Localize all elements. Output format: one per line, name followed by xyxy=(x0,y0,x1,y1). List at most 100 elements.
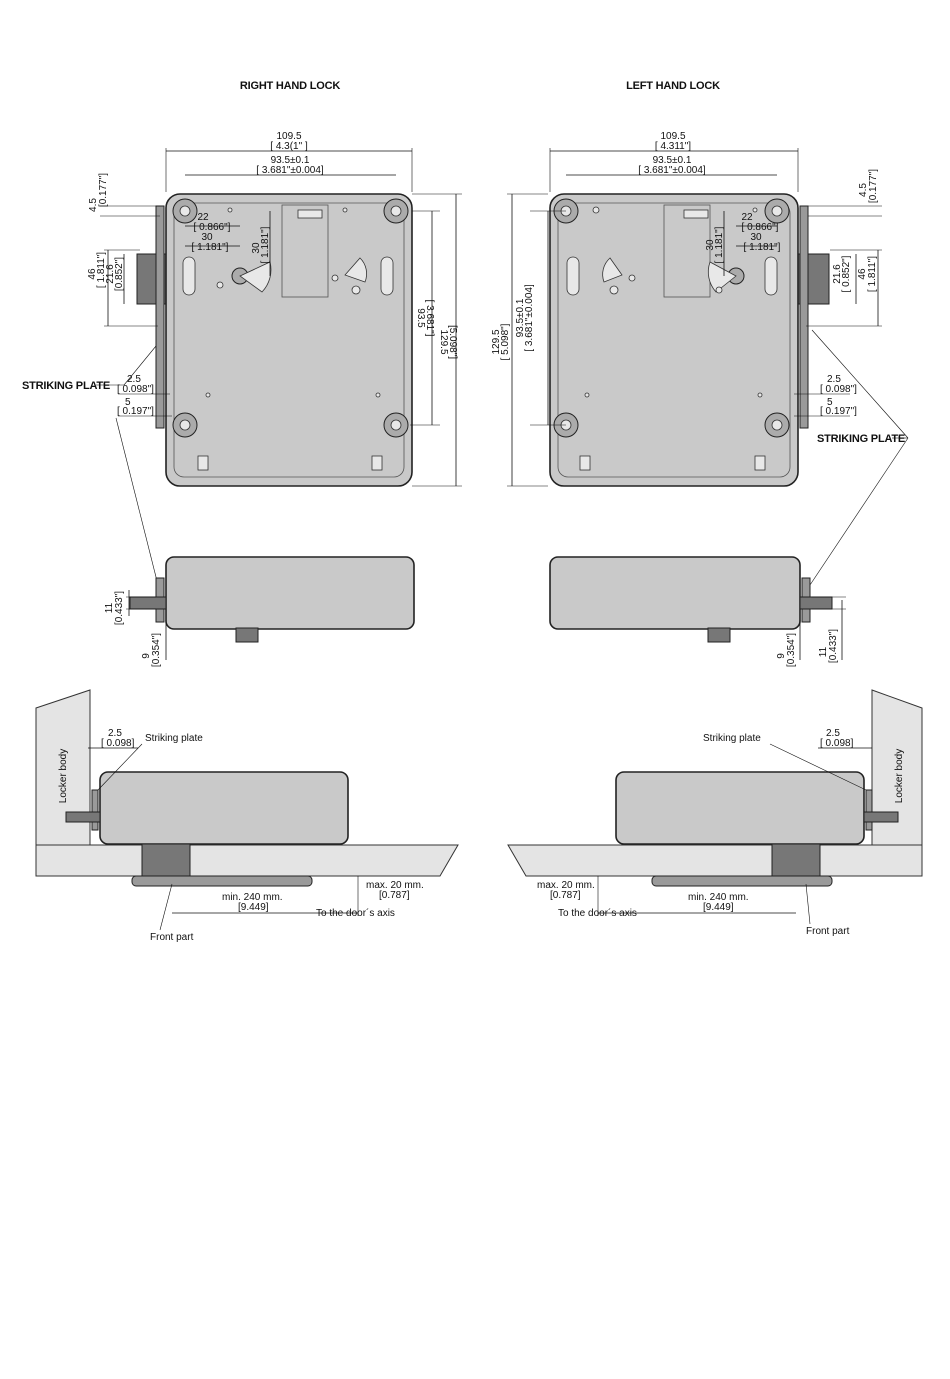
corner-screw xyxy=(764,412,790,438)
dim-2-5: 2.5 xyxy=(127,374,141,385)
dim-2-5-in: [ 0.098"] xyxy=(820,384,857,395)
dim-30-h: 30 xyxy=(750,232,762,243)
min-label: min. 240 mm. xyxy=(222,892,283,903)
striking-plate-label: STRIKING PLATE xyxy=(817,433,905,445)
axis-label: To the door´s axis xyxy=(316,907,395,919)
bolt-install xyxy=(863,811,899,823)
dim-22-in: [ 0.866"] xyxy=(194,222,231,233)
dim-11: 11 xyxy=(818,646,829,657)
lock-body-install xyxy=(615,771,865,845)
connector xyxy=(683,209,709,219)
bolt-side xyxy=(799,596,833,610)
dim-93-5: 93.5 xyxy=(415,308,426,328)
dim-21-6: 21.6 xyxy=(832,264,843,284)
striking-plate xyxy=(799,205,809,429)
dim-5-in: [ 0.197"] xyxy=(820,406,857,417)
dim-2-5: 2.5 xyxy=(827,374,841,385)
locker-body-label: Locker body xyxy=(58,749,69,803)
dim-129-5-in: [5.098"] xyxy=(447,325,458,359)
right-lock-title: RIGHT HAND LOCK xyxy=(240,80,341,92)
dim-9-in: [0.354"] xyxy=(786,633,797,667)
dim-21-6: 21.6 xyxy=(105,264,116,284)
striking-plate xyxy=(155,205,165,429)
mounting-slot xyxy=(380,256,394,296)
dim-2-5: 2.5 xyxy=(108,728,122,739)
dim-46: 46 xyxy=(87,268,98,280)
dim-93-5-in: [ 3.681"] xyxy=(424,300,435,337)
max-label: max. 20 mm. xyxy=(366,880,424,891)
dim-2-5: 2.5 xyxy=(826,728,840,739)
door-panel xyxy=(35,844,459,877)
corner-screw xyxy=(383,412,409,438)
dim-5: 5 xyxy=(827,397,833,408)
dim-93-5-in: [ 3.681"±0.004] xyxy=(524,284,535,352)
lock-body-side xyxy=(549,556,801,630)
corner-screw xyxy=(172,198,198,224)
dim-total-width-in: [ 4.3(1" ] xyxy=(270,141,308,152)
left-lock-title: LEFT HAND LOCK xyxy=(626,80,720,92)
striking-plate-label: Striking plate xyxy=(703,733,761,744)
dim-129-5: 129.5 xyxy=(491,329,502,354)
dim-9-in: [0.354"] xyxy=(151,633,162,667)
dim-11: 11 xyxy=(104,602,115,613)
cylinder-tab xyxy=(707,627,731,643)
striking-plate-label: Striking plate xyxy=(145,733,203,744)
dim-5: 5 xyxy=(125,397,131,408)
dim-9: 9 xyxy=(776,653,787,659)
dim-30-v: 30 xyxy=(705,239,716,251)
dim-30-v-in: [ 1.181"] xyxy=(260,226,271,263)
dim-2-5-in: [ 0.098] xyxy=(820,738,854,749)
dim-22: 22 xyxy=(741,212,753,223)
bolt-install xyxy=(65,811,101,823)
locker-body-label: Locker body xyxy=(894,749,905,803)
dim-4-5-in: [0.177"] xyxy=(868,169,879,203)
latch-slot xyxy=(371,455,383,471)
dim-129-5: 129.5 xyxy=(438,329,449,354)
dim-2-5-in: [ 0.098"] xyxy=(117,384,154,395)
dim-46-in: [ 1.811"] xyxy=(96,252,107,288)
dim-hole-spacing-in: [ 3.681"±0.004] xyxy=(256,165,324,176)
front-part xyxy=(651,875,833,887)
dim-total-width-in: [ 4.311"] xyxy=(655,141,691,152)
dim-4-5-in: [0.177"] xyxy=(98,173,109,207)
lock-body-side xyxy=(165,556,415,630)
max-label-in: [0.787] xyxy=(550,890,581,901)
lock-body-install xyxy=(99,771,349,845)
dim-hole-spacing-in: [ 3.681"±0.004] xyxy=(638,165,706,176)
max-label-in: [0.787] xyxy=(379,890,410,901)
dim-46: 46 xyxy=(857,268,868,280)
installation-view-right: Locker body Striking plate 2.5 [ 0.098] … xyxy=(35,689,459,943)
latch-slot xyxy=(579,455,591,471)
axis-label: To the door´s axis xyxy=(558,907,637,919)
corner-screw xyxy=(172,412,198,438)
mounting-slot xyxy=(182,256,196,296)
dim-total-width: 109.5 xyxy=(660,131,685,142)
dim-30-v-in: [ 1.181"] xyxy=(714,226,725,263)
electronics-module xyxy=(663,204,711,298)
min-label-in: [9.449] xyxy=(238,902,269,913)
corner-screw xyxy=(383,198,409,224)
mounting-slot xyxy=(764,256,778,296)
front-part-label: Front part xyxy=(806,926,850,937)
dim-11-in: [0.433"] xyxy=(828,629,839,663)
electronics-module xyxy=(281,204,329,298)
left-hand-lock-front-view: LEFT HAND LOCK 109.5 [ 4.311"] 93.5±0.1 … xyxy=(491,80,909,586)
striking-plate-install xyxy=(865,789,873,831)
min-label: min. 240 mm. xyxy=(688,892,749,903)
dim-30-h: 30 xyxy=(201,232,213,243)
dim-30-h-in: [ 1.181"] xyxy=(192,242,229,253)
lock-body xyxy=(165,193,413,487)
left-hand-lock-side-view: 11 [0.433"] 9 [0.354"] xyxy=(549,556,846,667)
lock-body-inner xyxy=(557,202,791,478)
cam-sector xyxy=(602,257,623,283)
latch-slot xyxy=(754,455,766,471)
dim-9: 9 xyxy=(141,653,152,659)
max-label: max. 20 mm. xyxy=(537,880,595,891)
dim-2-5-in: [ 0.098] xyxy=(101,738,135,749)
dim-30-h-in: [ 1.181"] xyxy=(744,242,781,253)
latch-slot xyxy=(197,455,209,471)
striking-plate-label: STRIKING PLATE xyxy=(22,380,110,392)
dim-11-in: [0.433"] xyxy=(114,591,125,625)
dim-21-6-in: [0.852"] xyxy=(114,257,125,291)
